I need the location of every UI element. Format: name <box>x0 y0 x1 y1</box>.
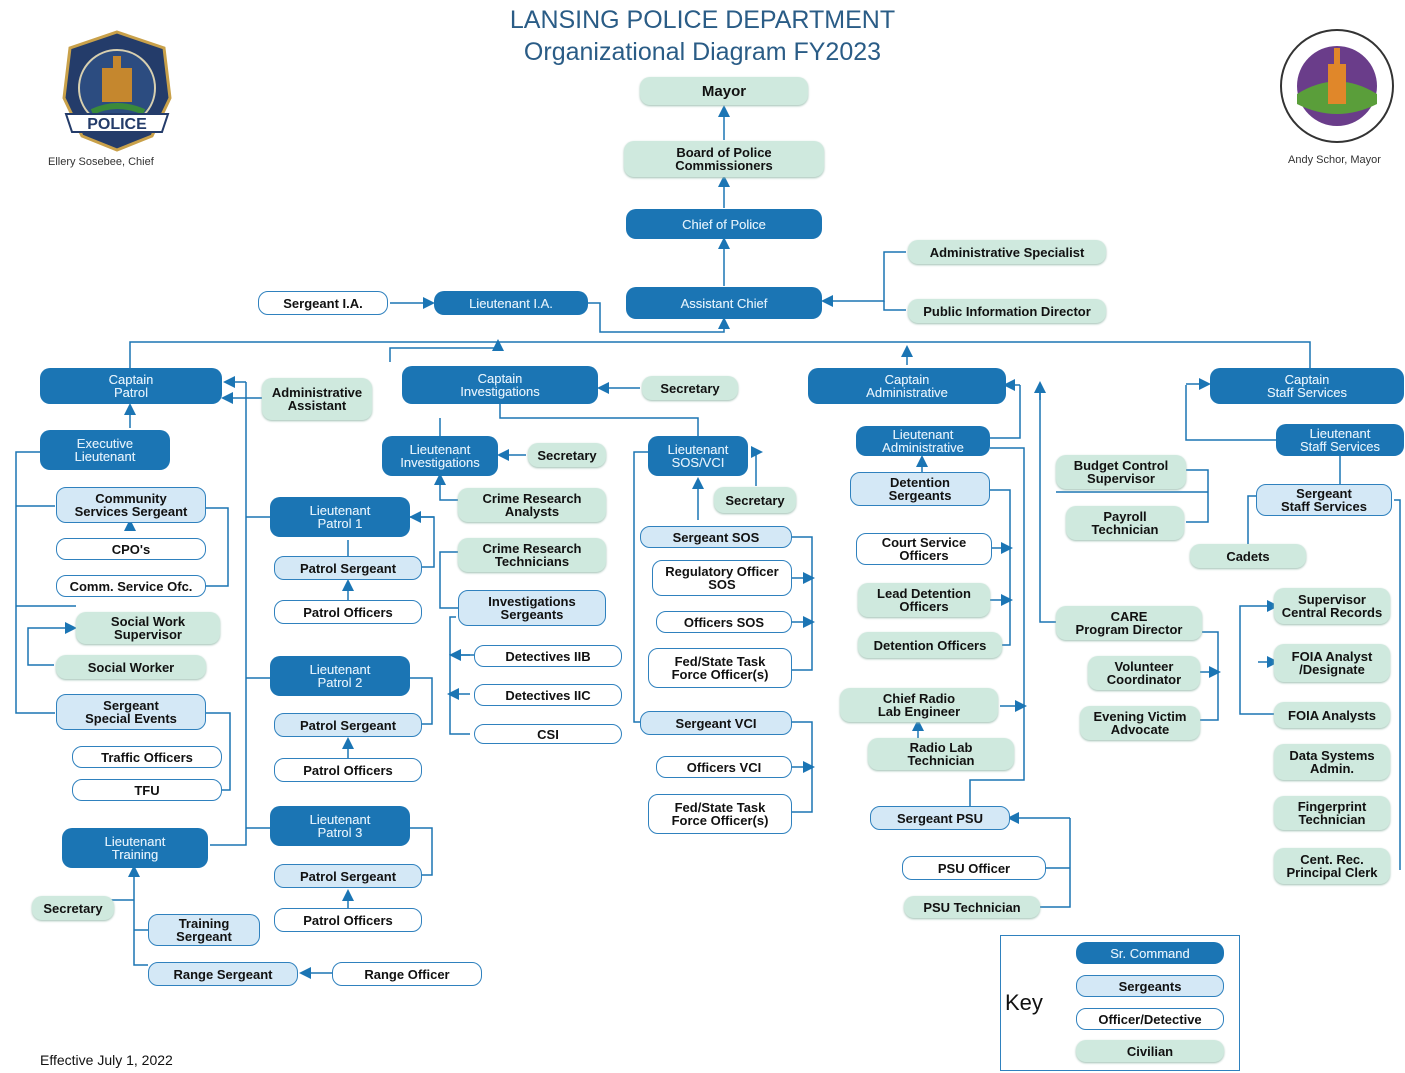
node-detectives-iic: Detectives IIC <box>474 684 622 706</box>
node-lieutenant-investigations: Lieutenant Investigations <box>382 436 498 476</box>
node-regulatory-officer-sos: Regulatory Officer SOS <box>652 560 792 596</box>
node-psu-officer: PSU Officer <box>902 856 1046 880</box>
effective-date: Effective July 1, 2022 <box>40 1052 173 1068</box>
node-detention-sergeants: Detention Sergeants <box>850 472 990 506</box>
node-community-services-sergeant: Community Services Sergeant <box>56 487 206 523</box>
node-lieutenant-patrol-2: Lieutenant Patrol 2 <box>270 656 410 696</box>
node-cent-rec-principal-clerk: Cent. Rec. Principal Clerk <box>1274 848 1390 884</box>
node-secretary-lieutenant-investigations: Secretary <box>528 443 606 467</box>
node-chief-of-police: Chief of Police <box>626 209 822 239</box>
node-sergeant-ia: Sergeant I.A. <box>258 291 388 315</box>
node-lieutenant-ia: Lieutenant I.A. <box>434 291 588 315</box>
node-comm-service-ofc: Comm. Service Ofc. <box>56 575 206 597</box>
node-patrol-officers-1: Patrol Officers <box>274 600 422 624</box>
node-administrative-assistant: Administrative Assistant <box>262 378 372 420</box>
page-subtitle: Organizational Diagram FY2023 <box>523 38 882 66</box>
node-crime-research-technicians: Crime Research Technicians <box>458 538 606 572</box>
node-detectives-iib: Detectives IIB <box>474 645 622 667</box>
node-patrol-sergeant-2: Patrol Sergeant <box>274 713 422 737</box>
legend-civilian: Civilian <box>1076 1040 1224 1062</box>
node-public-information-director: Public Information Director <box>908 299 1106 323</box>
chief-caption: Ellery Sosebee, Chief <box>48 156 154 168</box>
node-secretary-captain-investigations: Secretary <box>642 376 738 400</box>
node-sergeant-staff-services: Sergeant Staff Services <box>1256 484 1392 516</box>
node-lieutenant-training: Lieutenant Training <box>62 828 208 868</box>
page-title: LANSING POLICE DEPARTMENT <box>509 6 896 34</box>
node-officers-sos: Officers SOS <box>656 611 792 633</box>
node-board-of-police-commissioners: Board of Police Commissioners <box>624 141 824 177</box>
node-volunteer-coordinator: Volunteer Coordinator <box>1088 656 1200 690</box>
node-captain-staff-services: Captain Staff Services <box>1210 368 1404 404</box>
node-fed-state-task-force-vci: Fed/State Task Force Officer(s) <box>648 794 792 834</box>
node-captain-patrol: Captain Patrol <box>40 368 222 404</box>
legend-title: Key <box>1005 990 1043 1015</box>
node-range-sergeant: Range Sergeant <box>148 962 298 986</box>
node-csi: CSI <box>474 724 622 744</box>
node-patrol-officers-3: Patrol Officers <box>274 908 422 932</box>
node-sergeant-vci: Sergeant VCI <box>640 711 792 735</box>
node-patrol-officers-2: Patrol Officers <box>274 758 422 782</box>
node-range-officer: Range Officer <box>332 962 482 986</box>
node-mayor: Mayor <box>640 77 808 105</box>
node-captain-administrative: Captain Administrative <box>808 368 1006 404</box>
node-care-program-director: CARE Program Director <box>1056 606 1202 640</box>
node-captain-investigations: Captain Investigations <box>402 366 598 404</box>
node-lieutenant-administrative: Lieutenant Administrative <box>856 426 990 456</box>
node-sergeant-special-events: Sergeant Special Events <box>56 694 206 730</box>
node-traffic-officers: Traffic Officers <box>72 746 222 768</box>
node-supervisor-central-records: Supervisor Central Records <box>1274 588 1390 624</box>
legend-sergeants: Sergeants <box>1076 975 1224 997</box>
node-lieutenant-staff-services: Lieutenant Staff Services <box>1276 424 1404 456</box>
police-badge-logo: POLICE <box>52 28 182 153</box>
node-patrol-sergeant-1: Patrol Sergeant <box>274 556 422 580</box>
node-investigations-sergeants: Investigations Sergeants <box>458 590 606 626</box>
legend-officer-detective: Officer/Detective <box>1076 1008 1224 1030</box>
node-executive-lieutenant: Executive Lieutenant <box>40 430 170 470</box>
node-assistant-chief: Assistant Chief <box>626 287 822 319</box>
legend-sr-command: Sr. Command <box>1076 942 1224 964</box>
node-foia-analyst-designate: FOIA Analyst /Designate <box>1274 644 1390 682</box>
node-social-worker: Social Worker <box>56 655 206 679</box>
node-fingerprint-technician: Fingerprint Technician <box>1274 796 1390 830</box>
node-lead-detention-officers: Lead Detention Officers <box>858 583 990 617</box>
node-crime-research-analysts: Crime Research Analysts <box>458 488 606 522</box>
mayor-caption: Andy Schor, Mayor <box>1288 154 1381 166</box>
node-payroll-technician: Payroll Technician <box>1066 506 1184 540</box>
node-lieutenant-patrol-1: Lieutenant Patrol 1 <box>270 497 410 537</box>
node-administrative-specialist: Administrative Specialist <box>908 240 1106 264</box>
node-fed-state-task-force-sos: Fed/State Task Force Officer(s) <box>648 648 792 688</box>
node-lieutenant-patrol-3: Lieutenant Patrol 3 <box>270 806 410 846</box>
node-evening-victim-advocate: Evening Victim Advocate <box>1080 706 1200 740</box>
node-tfu: TFU <box>72 779 222 801</box>
node-secretary-sos-vci: Secretary <box>714 487 796 513</box>
node-data-systems-admin: Data Systems Admin. <box>1274 744 1390 780</box>
node-radio-lab-technician: Radio Lab Technician <box>868 738 1014 770</box>
node-officers-vci: Officers VCI <box>656 756 792 778</box>
node-foia-analysts: FOIA Analysts <box>1274 702 1390 728</box>
node-court-service-officers: Court Service Officers <box>856 533 992 565</box>
node-psu-technician: PSU Technician <box>904 896 1040 918</box>
city-seal-logo <box>1278 24 1396 150</box>
node-sergeant-sos: Sergeant SOS <box>640 526 792 548</box>
node-chief-radio-lab-engineer: Chief Radio Lab Engineer <box>840 688 998 722</box>
node-training-sergeant: Training Sergeant <box>148 914 260 946</box>
node-patrol-sergeant-3: Patrol Sergeant <box>274 864 422 888</box>
node-lieutenant-sos-vci: Lieutenant SOS/VCI <box>648 436 748 476</box>
node-secretary-training: Secretary <box>32 896 114 920</box>
node-detention-officers: Detention Officers <box>858 632 1002 658</box>
badge-text: POLICE <box>87 116 147 133</box>
node-social-work-supervisor: Social Work Supervisor <box>76 612 220 644</box>
node-sergeant-psu: Sergeant PSU <box>870 806 1010 830</box>
legend-key <box>1000 935 1240 1071</box>
node-cpos: CPO's <box>56 538 206 560</box>
node-budget-control-supervisor: Budget Control Supervisor <box>1056 455 1186 489</box>
node-cadets: Cadets <box>1190 544 1306 568</box>
